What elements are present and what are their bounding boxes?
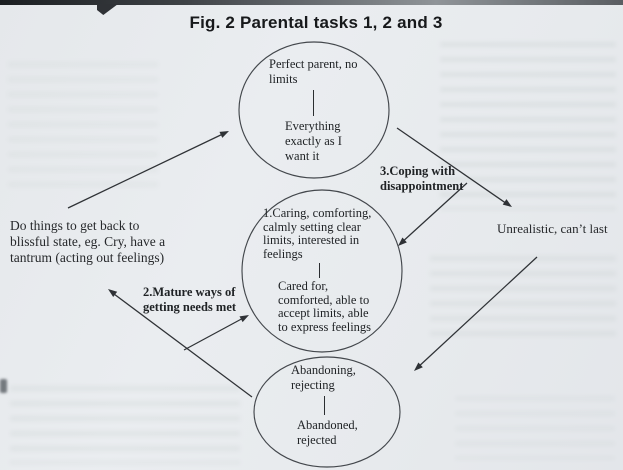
arrow-rightnote-to-bottom bbox=[414, 256, 538, 371]
node-line: limits bbox=[269, 72, 298, 86]
node-line: Everything bbox=[285, 119, 341, 133]
page-bleedthrough bbox=[455, 396, 615, 460]
middle-node-lower: Cared for, comforted, able to accept lim… bbox=[278, 279, 389, 334]
node-line: comforted, able to bbox=[278, 292, 370, 307]
node-line: Abandoning, bbox=[291, 363, 356, 377]
top-ellipse bbox=[238, 41, 390, 179]
bottom-node-upper: Abandoning, rejecting bbox=[291, 363, 391, 393]
middle-node-text: 1.Caring, comforting, calmly setting cle… bbox=[263, 206, 389, 334]
node-link-bar bbox=[319, 263, 321, 278]
top-node-text: Perfect parent, no limits Everything exa… bbox=[269, 57, 383, 164]
bottom-node-text: Abandoning, rejecting Abandoned, rejecte… bbox=[291, 363, 391, 448]
node-line: accept limits, able bbox=[278, 306, 369, 320]
page-bleedthrough bbox=[440, 42, 616, 210]
node-line: feelings bbox=[263, 246, 303, 261]
note-line: blissful state, eg. Cry, have a bbox=[10, 234, 166, 249]
node-line: 1.Caring, comforting, bbox=[263, 206, 372, 220]
node-line: Cared for, bbox=[278, 279, 329, 293]
mature-edge-label: 2.Mature ways of getting needs met bbox=[143, 285, 236, 314]
middle-node-upper: 1.Caring, comforting, calmly setting cle… bbox=[263, 206, 389, 261]
node-line: limits, interested in bbox=[263, 233, 360, 247]
node-line: rejected bbox=[297, 433, 337, 447]
node-line: to express feelings bbox=[278, 319, 372, 334]
top-node-upper: Perfect parent, no limits bbox=[269, 57, 383, 87]
arrow-bottom-to-leftnote bbox=[108, 289, 253, 398]
figure-title: Fig. 2 Parental tasks 1, 2 and 3 bbox=[189, 13, 443, 32]
note-line: tantrum (acting out feelings) bbox=[10, 250, 165, 265]
right-note: Unrealistic, can’t last bbox=[497, 221, 608, 236]
bottom-ellipse bbox=[253, 356, 401, 468]
arrow-top-to-rightnote bbox=[396, 127, 512, 207]
node-link-bar bbox=[313, 90, 315, 116]
photo-top-edge bbox=[0, 0, 623, 5]
node-link-bar bbox=[324, 396, 326, 415]
note-line: Do things to get back to bbox=[10, 218, 140, 233]
label-line: disappointment bbox=[380, 178, 464, 193]
photo-corner-artifact bbox=[97, 4, 118, 15]
middle-ellipse bbox=[241, 189, 403, 353]
node-line: calmly setting clear bbox=[263, 219, 361, 234]
page-edge-smudge bbox=[0, 379, 7, 393]
left-note: Do things to get back to blissful state,… bbox=[10, 218, 165, 266]
label-line: 3.Coping with bbox=[380, 164, 456, 178]
arrow-coping-to-middle bbox=[398, 182, 468, 246]
coping-edge-label: 3.Coping with disappointment bbox=[380, 164, 463, 193]
label-line: 2.Mature ways of bbox=[143, 285, 236, 299]
node-line: rejecting bbox=[291, 378, 335, 392]
page-bleedthrough bbox=[10, 386, 240, 464]
node-line: Abandoned, bbox=[297, 418, 358, 432]
node-line: Perfect parent, no bbox=[269, 57, 358, 71]
arrow-leftnote-to-top bbox=[67, 131, 229, 209]
top-node-lower: Everything exactly as I want it bbox=[285, 119, 383, 164]
node-line: want it bbox=[285, 149, 320, 163]
node-line: exactly as I bbox=[285, 134, 342, 148]
page-bleedthrough bbox=[8, 62, 158, 190]
label-line: getting needs met bbox=[143, 299, 237, 314]
arrow-mature-to-middle bbox=[183, 315, 249, 351]
bottom-node-lower: Abandoned, rejected bbox=[297, 418, 391, 448]
